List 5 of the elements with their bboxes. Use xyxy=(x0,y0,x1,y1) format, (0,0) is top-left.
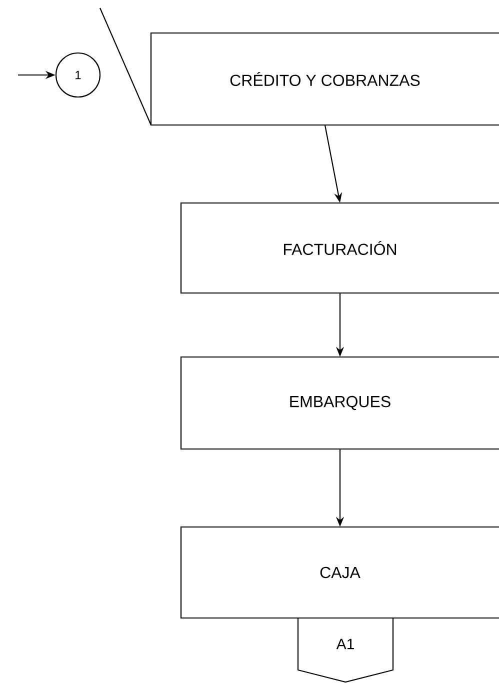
process-box: FACTURACIÓN xyxy=(180,202,499,294)
off-page-connector: A1 xyxy=(297,618,394,683)
process-box: EMBARQUES xyxy=(180,356,499,450)
process-box: CRÉDITO Y COBRANZAS xyxy=(150,32,499,126)
process-box: CAJA xyxy=(180,526,499,619)
